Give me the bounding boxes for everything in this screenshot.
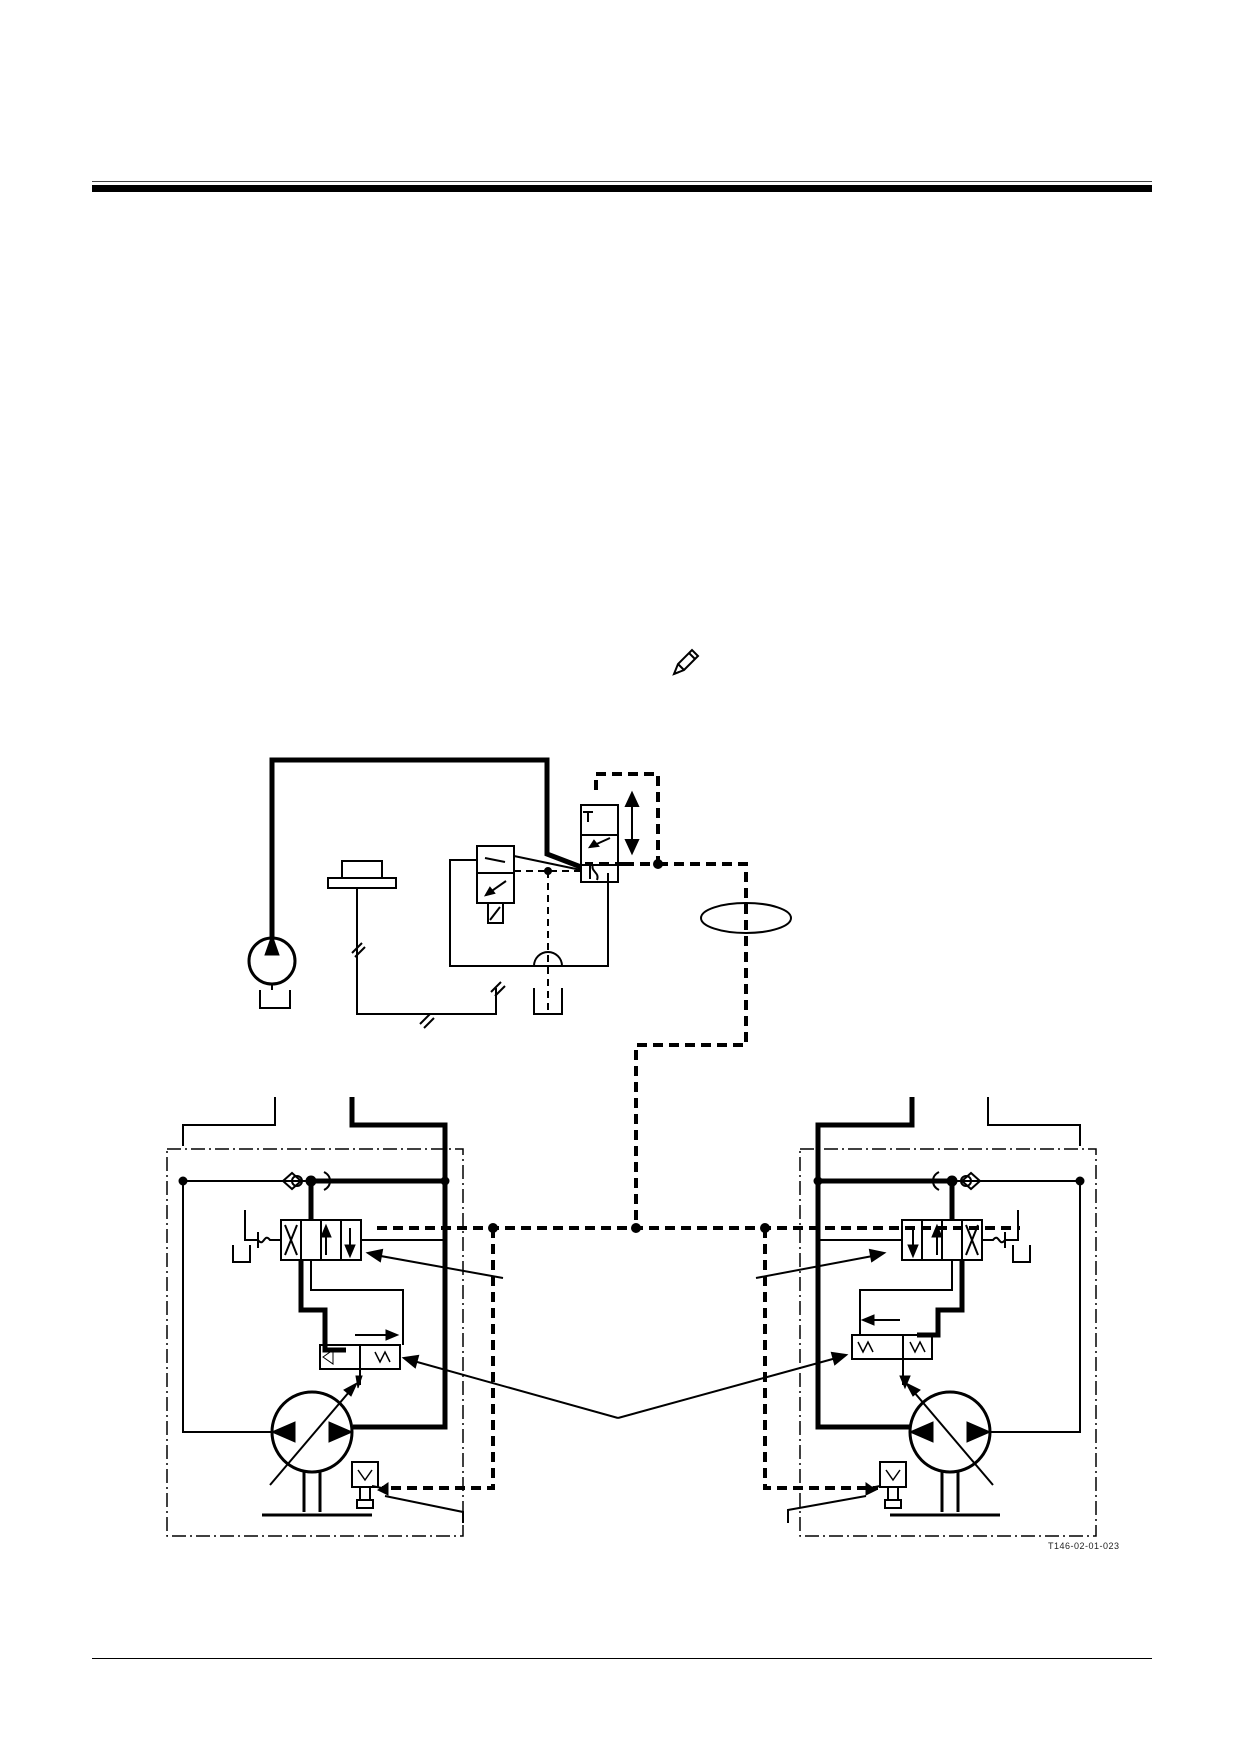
pilot-shutoff-lever-symbol	[327, 860, 506, 1029]
pilot-pump-symbol	[247, 933, 297, 1009]
header-rule	[92, 185, 1152, 192]
left-pump-regulator	[166, 1097, 464, 1537]
travel-mode-valve	[580, 790, 640, 883]
header-rule-thin	[92, 181, 1152, 182]
hydraulic-circuit-diagram	[152, 740, 1132, 1560]
footer-rule	[92, 1658, 1152, 1659]
pencil-note-icon	[672, 648, 700, 676]
pilot-shutoff-solenoid-valve	[449, 845, 609, 967]
pilot-pressure-line	[269, 757, 582, 938]
figure-id-label: T146-02-01-023	[1048, 1541, 1120, 1551]
signal-marker-ellipse	[700, 902, 792, 934]
pilot-signal-dashed-lines	[377, 772, 1020, 1490]
right-pump-regulator	[799, 1097, 1097, 1537]
callout-leader-lines	[365, 1248, 887, 1523]
